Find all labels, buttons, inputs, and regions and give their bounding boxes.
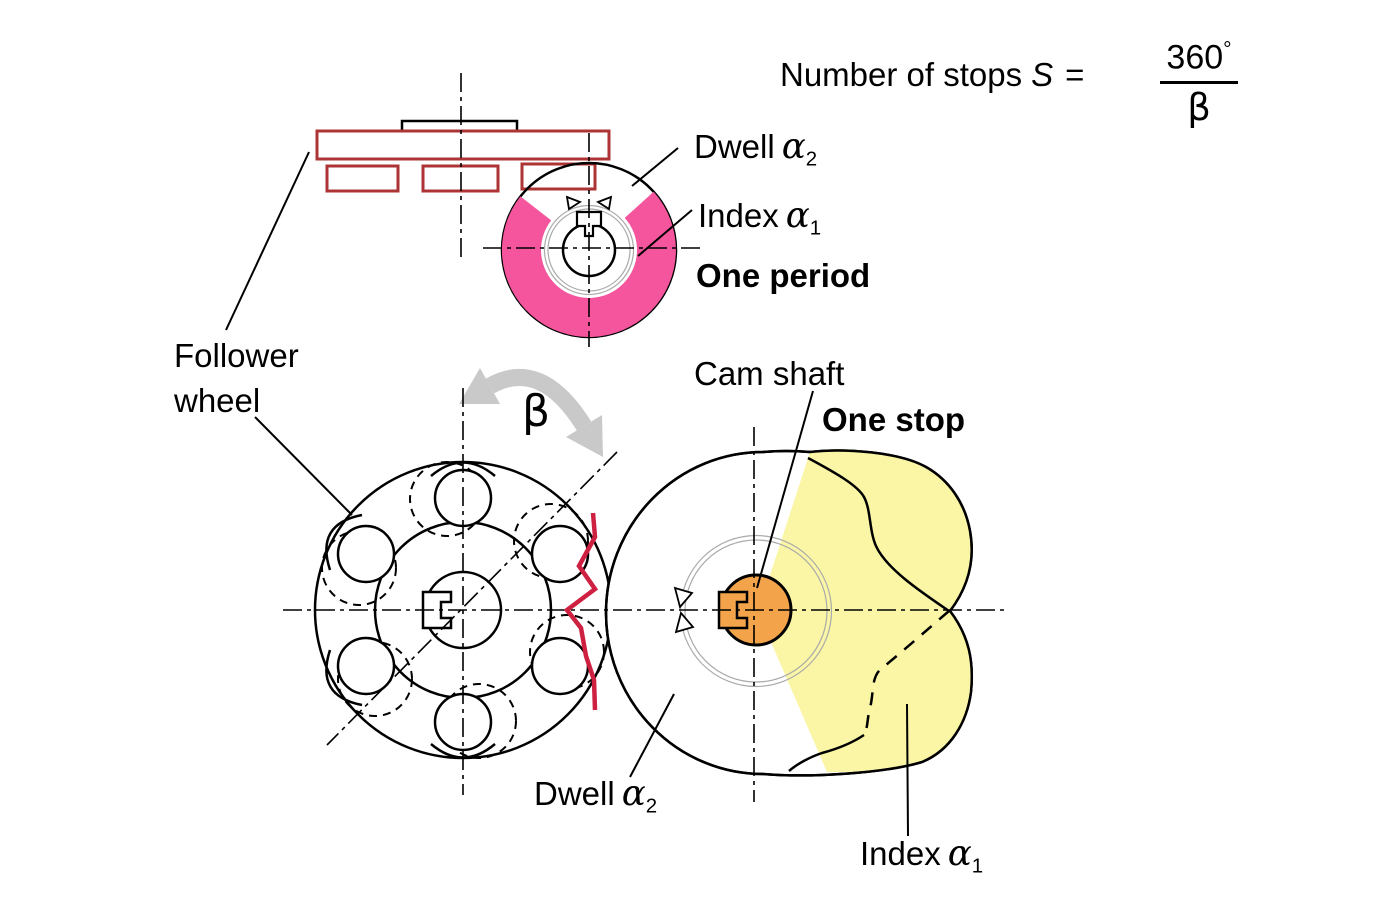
rim-bump-upper-left	[325, 513, 363, 571]
index-sector-yellow	[758, 450, 972, 773]
follower-roller-side-1	[325, 164, 400, 193]
dwell-span-arrow-upper	[673, 586, 694, 609]
label-one-period: One period	[696, 257, 871, 294]
cam-shaft-keyway	[717, 590, 749, 630]
formula-fraction: 360° β	[1141, 38, 1257, 129]
centerlines	[283, 388, 1008, 802]
follower-wheel-leader-top	[225, 151, 310, 331]
follower-keyway	[421, 590, 453, 630]
index-bottom-leader	[906, 703, 909, 837]
formula-variable: S	[1031, 56, 1054, 93]
rim-bump-lower-left	[325, 649, 363, 707]
dwell-gap-arrow-right	[596, 195, 613, 211]
follower-diagonal-centerline	[326, 451, 618, 746]
cam-shaft-leader	[756, 390, 814, 589]
label-cam-shaft: Cam shaft	[694, 355, 845, 392]
beta-arrow-head-left	[459, 368, 500, 404]
dwell-top-leader	[631, 147, 679, 187]
mesh-break-line	[563, 512, 599, 711]
cam-body-outline	[604, 449, 974, 777]
cam-track-upper	[807, 456, 950, 613]
cam-pitch-circle-inner	[684, 539, 828, 683]
beta-arrow-head-right	[566, 415, 603, 457]
dwell-bottom-leader	[629, 693, 675, 778]
label-one-stop: One stop	[822, 401, 966, 438]
formula-equals: =	[1065, 56, 1085, 93]
cam-track-hidden	[862, 610, 950, 736]
top-assembly	[225, 73, 701, 347]
cam-pitch-circle-outer	[679, 534, 833, 688]
formula-denominator: β	[1187, 86, 1211, 130]
label-follower-wheel: Follower wheel	[174, 337, 299, 419]
label-beta: β	[522, 386, 551, 437]
follower-plate-side	[315, 129, 611, 161]
cam-drawing	[604, 449, 974, 777]
dwell-gap-arrow-left	[565, 195, 582, 211]
formula-prefix: Number of stops	[780, 56, 1023, 93]
beta-arrow-body	[485, 369, 592, 431]
index-sector-pink	[501, 191, 676, 337]
beta-rotation-arrow	[459, 368, 603, 457]
annotations	[254, 390, 909, 837]
follower-wheel-leader-bottom	[254, 416, 353, 516]
formula-numerator: 360°	[1160, 38, 1238, 85]
dwell-span-arrow-lower	[674, 611, 695, 634]
index-top-leader	[637, 209, 693, 257]
cam-track-lower	[788, 733, 865, 772]
